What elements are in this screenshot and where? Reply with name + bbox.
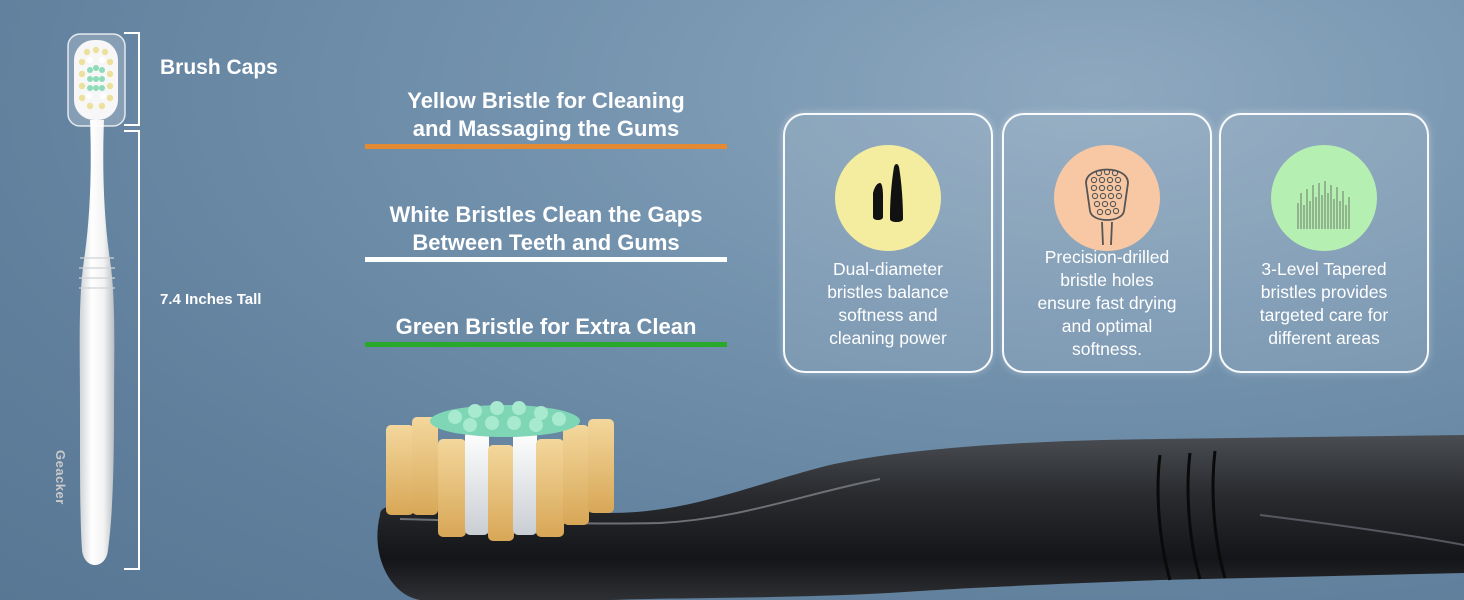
card-line: 3-Level Tapered: [1261, 259, 1387, 279]
card-line: bristle holes: [1060, 270, 1154, 290]
white-toothbrush-illustration: [67, 33, 126, 565]
bristle-tufts-icon: [1271, 145, 1377, 251]
card-line: targeted care for: [1259, 305, 1389, 325]
card-line: Dual-diameter: [833, 259, 943, 279]
cap-bracket: [124, 32, 140, 126]
card-dual-diameter: Dual-diameter bristles balance softness …: [783, 113, 993, 373]
feature-green-line-1: Green Bristle for Extra Clean: [395, 314, 697, 339]
card-line: and optimal: [1061, 316, 1153, 336]
feature-yellow-line-2: and Massaging the Gums: [412, 116, 680, 141]
card-line: softness and: [838, 305, 938, 325]
brush-caps-label: Brush Caps: [160, 56, 278, 79]
feature-white-bristle: White Bristles Clean the Gaps Between Te…: [365, 201, 727, 257]
card-precision-drilled: Precision-drilled bristle holes ensure f…: [1002, 113, 1212, 373]
card-line: Precision-drilled: [1044, 247, 1170, 267]
feature-white-line-2: Between Teeth and Gums: [412, 230, 680, 255]
brush-head-holes-icon: [1054, 145, 1160, 251]
card-tapered: 3-Level Tapered bristles provides target…: [1219, 113, 1429, 373]
card-line: cleaning power: [829, 328, 947, 348]
white-underline: [365, 257, 727, 262]
tapered-bristles-icon: [835, 145, 941, 251]
card-line: ensure fast drying: [1037, 293, 1177, 313]
card-line: bristles balance: [827, 282, 949, 302]
height-label: 7.4 Inches Tall: [160, 291, 262, 308]
feature-white-line-1: White Bristles Clean the Gaps: [389, 202, 703, 227]
height-bracket: [124, 130, 140, 570]
feature-yellow-bristle: Yellow Bristle for Cleaning and Massagin…: [365, 87, 727, 143]
brand-name: Geacker: [53, 450, 68, 505]
card-text: Dual-diameter bristles balance softness …: [795, 258, 981, 350]
black-toothbrush-illustration: [377, 401, 1464, 600]
card-line: bristles provides: [1260, 282, 1388, 302]
card-text: 3-Level Tapered bristles provides target…: [1231, 258, 1417, 350]
feature-yellow-line-1: Yellow Bristle for Cleaning: [407, 88, 685, 113]
card-line: softness.: [1071, 339, 1143, 359]
card-line: different areas: [1268, 328, 1380, 348]
green-underline: [365, 342, 727, 347]
card-text: Precision-drilled bristle holes ensure f…: [1014, 246, 1200, 361]
yellow-underline: [365, 144, 727, 149]
feature-green-bristle: Green Bristle for Extra Clean: [365, 313, 727, 341]
